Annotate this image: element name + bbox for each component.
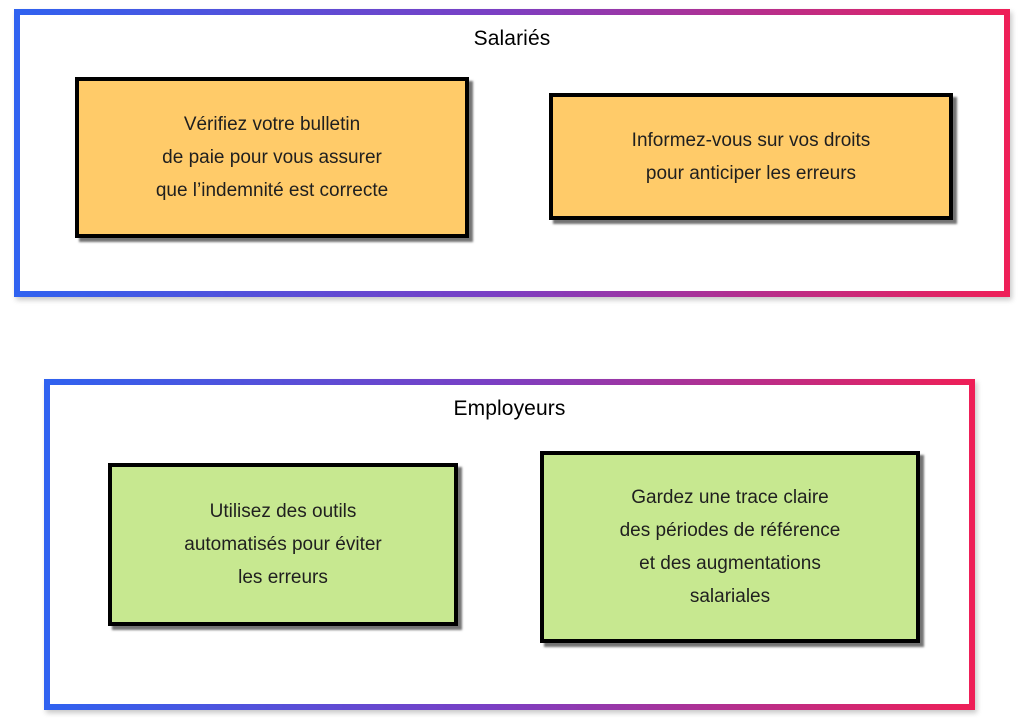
card-line: les erreurs xyxy=(238,567,328,588)
card-informez-vous-droits: Informez-vous sur vos droits pour antici… xyxy=(549,93,953,220)
group-salaries-content: Salariés Vérifiez votre bulletin de paie… xyxy=(20,15,1004,291)
group-salaries: Salariés Vérifiez votre bulletin de paie… xyxy=(14,9,1010,297)
card-line: de paie pour vous assurer xyxy=(162,147,382,168)
card-line: automatisés pour éviter xyxy=(184,534,382,555)
card-line: pour anticiper les erreurs xyxy=(645,162,857,184)
group-employeurs: Employeurs Utilisez des outils automatis… xyxy=(44,379,975,710)
card-informez-vous-droits-text: Informez-vous sur vos droits pour antici… xyxy=(622,124,881,190)
card-utilisez-outils-text: Utilisez des outils automatisés pour évi… xyxy=(174,495,392,594)
card-line: des périodes de référence xyxy=(619,520,841,541)
group-employeurs-content: Employeurs Utilisez des outils automatis… xyxy=(50,385,969,704)
card-line: et des augmentations xyxy=(639,553,821,574)
card-verifiez-bulletin-text: Vérifiez votre bulletin de paie pour vou… xyxy=(146,108,398,207)
group-title-employeurs: Employeurs xyxy=(453,397,566,420)
card-gardez-trace: Gardez une trace claire des périodes de … xyxy=(540,451,920,643)
card-line: Utilisez des outils xyxy=(209,501,357,522)
group-title-salaries: Salariés xyxy=(473,27,551,50)
card-gardez-trace-text: Gardez une trace claire des périodes de … xyxy=(610,481,851,613)
card-utilisez-outils: Utilisez des outils automatisés pour évi… xyxy=(108,463,458,626)
card-line: Informez-vous sur vos droits xyxy=(631,129,871,151)
card-line: Vérifiez votre bulletin xyxy=(183,114,361,135)
card-line: salariales xyxy=(689,586,771,607)
card-line: que l’indemnité est correcte xyxy=(155,180,389,201)
card-line: Gardez une trace claire xyxy=(631,487,829,508)
card-verifiez-bulletin: Vérifiez votre bulletin de paie pour vou… xyxy=(75,77,469,238)
